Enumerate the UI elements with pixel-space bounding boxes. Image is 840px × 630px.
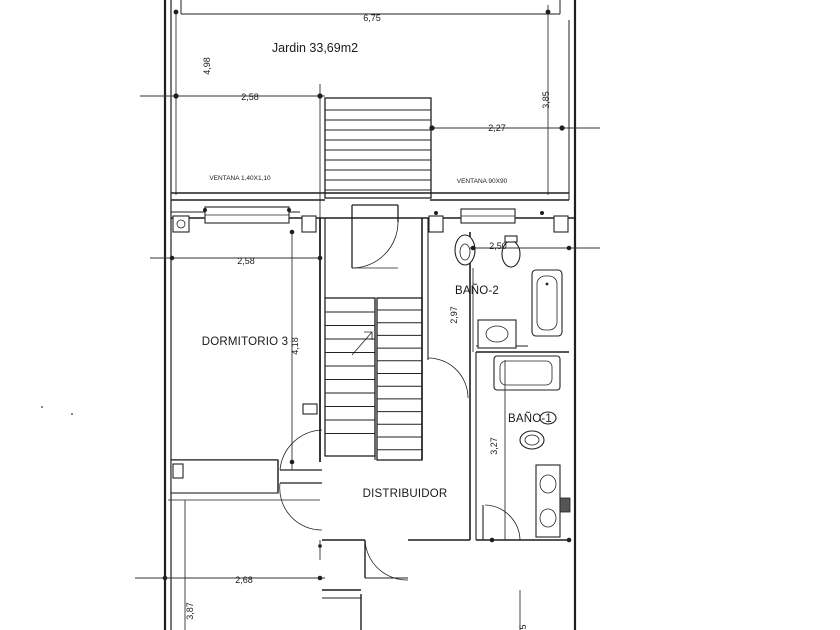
double-sink-icon — [535, 464, 561, 538]
bottom-right-height: 5 — [518, 624, 528, 629]
stair-lower — [324, 297, 423, 461]
bedroom3-height: 4,18 — [290, 337, 300, 355]
bedroom3-label: DORMITORIO 3 — [202, 336, 289, 348]
bidet-icon — [539, 411, 557, 425]
bathtub-icon — [493, 355, 561, 391]
bath2-fixtures — [454, 234, 563, 349]
garden-right-height: 3,85 — [541, 91, 551, 109]
bath2-label: BAÑO-2 — [455, 284, 499, 297]
bath2-width: 2,50 — [489, 241, 507, 251]
garden-left-width: 2,58 — [241, 92, 259, 102]
bedroom3-width: 2,58 — [237, 256, 255, 266]
sink-icon — [477, 319, 517, 349]
garden-left-height: 4,98 — [202, 57, 212, 75]
stair-upper — [324, 97, 432, 199]
distributor-door-right — [427, 357, 469, 399]
doors — [279, 221, 521, 581]
bottom-left-height: 3,87 — [185, 602, 195, 620]
garden-dimensions — [145, 5, 600, 230]
exterior-walls — [163, 0, 577, 630]
window-right-label: VENTANA 90X90 — [457, 178, 508, 185]
bidet-icon — [454, 234, 476, 266]
garden-right-width: 2,27 — [488, 123, 506, 133]
bath1-height: 3,27 — [489, 437, 499, 455]
bath2-height: 2,97 — [449, 306, 459, 324]
distributor-label: DISTRIBUIDOR — [363, 488, 448, 500]
room-dimensions — [41, 95, 600, 630]
back-wall — [171, 192, 575, 233]
bathtub-icon — [531, 269, 563, 337]
toilet-icon — [519, 430, 545, 450]
bottom-left-width: 2,68 — [235, 575, 253, 585]
bath1-label: BAÑO-1 — [508, 412, 552, 425]
labels: 6,75 Jardin 33,69m2 4,98 2,58 2,27 3,85 … — [185, 13, 552, 630]
bath1-door — [484, 504, 521, 541]
bath1-fixtures — [493, 355, 571, 538]
garden-width-label: 6,75 — [363, 13, 381, 23]
bedroom-door-lower — [279, 482, 323, 531]
distributor-door-bottom — [364, 539, 409, 581]
interior-walls — [168, 204, 569, 630]
distributor-door-left — [279, 429, 323, 471]
window-left-label: VENTANA 1,40X1,10 — [209, 175, 271, 182]
column-box — [172, 215, 190, 233]
garden-title: Jardin 33,69m2 — [272, 41, 358, 55]
stair-door — [351, 221, 399, 269]
